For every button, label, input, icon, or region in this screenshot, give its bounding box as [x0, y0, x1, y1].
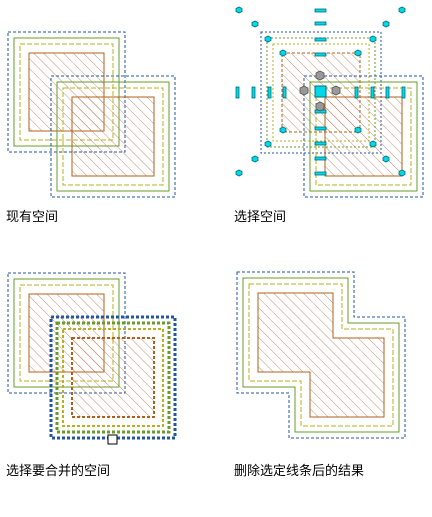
caption-select-space: 选择空间 — [234, 210, 287, 225]
location-grip[interactable] — [314, 85, 327, 98]
panel-select-merge — [7, 272, 177, 445]
result-hatched-area — [257, 292, 385, 418]
result-outline-olive — [248, 283, 394, 427]
center-grips[interactable] — [299, 70, 341, 112]
panel-selected-space — [235, 6, 424, 198]
space-right-bottom — [303, 75, 424, 198]
caption-select-merge: 选择要合并的空间 — [6, 464, 111, 479]
corner-grips[interactable] — [235, 6, 406, 177]
panel-merged-result — [236, 271, 406, 439]
caption-result: 删除选定线条后的结果 — [234, 464, 365, 479]
result-outline-blue — [236, 271, 406, 439]
pick-box[interactable] — [107, 434, 118, 445]
edge-grips-vertical[interactable] — [314, 8, 327, 176]
panel-existing-spaces — [7, 31, 176, 198]
result-outline-green — [242, 277, 400, 433]
space-to-merge-selected[interactable] — [49, 315, 177, 440]
caption-existing-spaces: 现有空间 — [6, 210, 59, 225]
space-right-bottom — [50, 75, 176, 198]
edge-grips-horizontal[interactable] — [235, 86, 406, 99]
